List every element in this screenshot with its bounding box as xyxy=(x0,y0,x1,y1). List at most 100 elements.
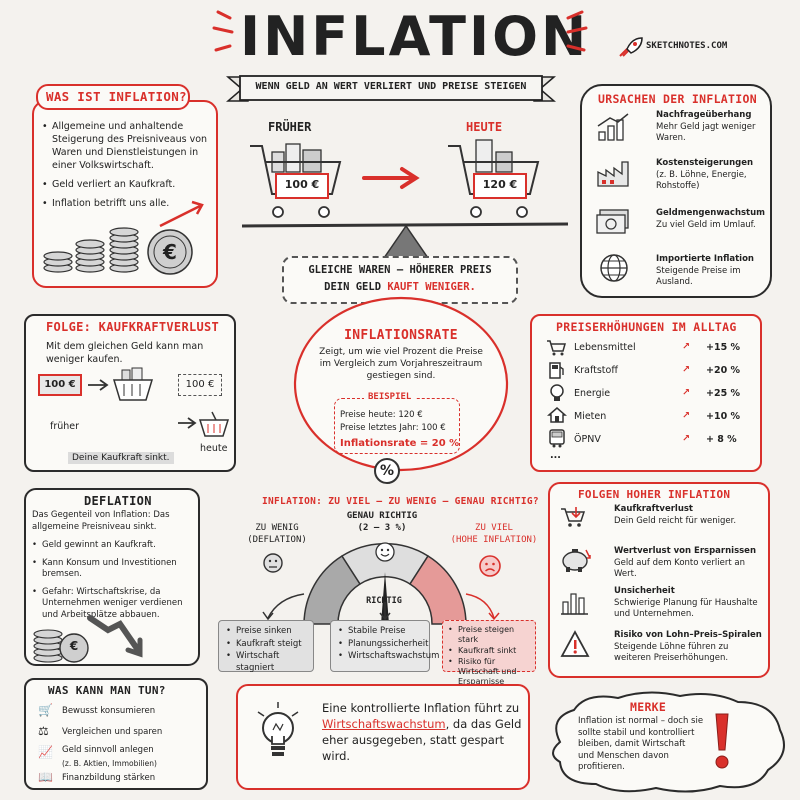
folge-frueher: früher xyxy=(50,421,80,432)
brand-logo: SKETCHNOTES.COM xyxy=(646,41,728,51)
rate-circle xyxy=(293,296,509,472)
deflation-bullets: Geld gewinnt an Kaufkraft. Kann Konsum u… xyxy=(32,540,196,627)
alltag-value: +15 % xyxy=(706,342,741,353)
banknotes-icon xyxy=(596,209,629,234)
heute-label: HEUTE xyxy=(466,120,503,134)
rising-chart-icon xyxy=(597,113,629,141)
gauge-low-item: Preise sinken xyxy=(226,626,314,638)
gauge-mid-title: GENAU RICHTIG xyxy=(346,511,418,521)
idea-bulb-icon xyxy=(257,702,299,756)
folgen-item: Unsicherheit Schwierige Planung für Haus… xyxy=(614,586,764,621)
was-ist-bullets: Allgemeine und anhaltende Steigerung des… xyxy=(42,120,212,216)
ursache-text: Zu viel Geld im Umlauf. xyxy=(656,219,756,230)
folge-intro: Mit dem gleichen Geld kann man weniger k… xyxy=(46,341,204,365)
cart-frueher-icon xyxy=(250,143,342,218)
alltag-more: ... xyxy=(550,450,561,461)
folgen-item: Wertverlust von Ersparnissen Geld auf de… xyxy=(614,546,764,581)
folgen-title: Wertverlust von Ersparnissen xyxy=(614,546,756,556)
cart-heute-icon xyxy=(448,139,540,218)
sad-face-low-icon xyxy=(263,553,283,573)
gauge-high-item: Preise steigen stark xyxy=(448,625,536,645)
house-icon xyxy=(547,407,567,423)
euro-coin-symbol: € xyxy=(163,240,177,264)
example-line3: Inflationsrate = 20 % xyxy=(340,438,460,449)
gauge-mid-item: Planungssicherheit xyxy=(338,639,430,651)
fuel-pump-icon xyxy=(549,362,564,379)
folgen-card xyxy=(548,482,770,678)
folgen-title: Risiko von Lohn–Preis–Spiralen xyxy=(614,630,762,640)
gauge-mid-sub: (2 – 3 %) xyxy=(357,523,407,533)
gauge-high-item: Kaufkraft sinkt xyxy=(448,646,536,656)
percent-badge-icon: % xyxy=(374,458,400,484)
rate-text: Zeigt, um wie viel Prozent die Preise im… xyxy=(319,347,483,381)
gauge-mid-label: GENAU RICHTIG (2 – 3 %) xyxy=(340,510,424,534)
compare-caption-line2-b: KAUFT WENIGER. xyxy=(387,281,476,293)
full-basket-icon xyxy=(112,367,154,401)
light-bulb-icon xyxy=(550,384,564,401)
deflation-coin-symbol: € xyxy=(69,639,79,653)
ursache-item: Importierte Inflation Steigende Preise i… xyxy=(656,254,766,289)
folge-note: Deine Kaufkraft sinkt. xyxy=(68,452,174,464)
tun-heading: WAS KANN MAN TUN? xyxy=(48,684,166,697)
small-basket-icon xyxy=(198,411,230,437)
ursache-title: Kostensteigerungen xyxy=(656,158,754,168)
rate-heading: INFLATIONSRATE xyxy=(344,328,458,343)
ursache-text: Mehr Geld jagt weniger Waren. xyxy=(656,121,756,144)
globe-icon xyxy=(600,254,628,282)
alltag-label: ÖPNV xyxy=(574,434,601,445)
cart-small-icon: 🛒 xyxy=(38,703,53,717)
deflation-heading: DEFLATION xyxy=(84,494,152,508)
growth-icon: 📈 xyxy=(38,745,53,759)
example-line1: Preise heute: 120 € xyxy=(340,410,423,420)
alltag-card xyxy=(530,314,762,472)
page-title: INFLATION xyxy=(240,5,590,68)
piggy-bank-icon xyxy=(562,549,591,572)
seesaw-icon xyxy=(241,222,569,259)
frueher-label: FRÜHER xyxy=(268,120,312,134)
was-ist-bullet: Allgemeine und anhaltende Steigerung des… xyxy=(42,120,212,172)
alltag-label: Kraftstoff xyxy=(574,365,618,376)
was-ist-bullet: Inflation betrifft uns alle. xyxy=(42,197,212,210)
example-line2: Preise letztes Jahr: 100 € xyxy=(340,423,446,433)
gauge-high-item: Risiko für Wirtschaft und Ersparnisse xyxy=(448,657,536,687)
kontrolle-part1: Eine kontrollierte Inflation führt zu xyxy=(322,701,520,715)
merke-text: Inflation ist normal – doch sie sollte s… xyxy=(578,716,704,772)
warning-icon xyxy=(560,630,590,657)
trend-up-icon: ↗ xyxy=(682,433,690,444)
inflation-gauge xyxy=(303,542,467,629)
exclamation-icon xyxy=(715,713,729,769)
sad-face-high-icon xyxy=(479,555,501,577)
trend-up-icon: ↗ xyxy=(682,364,690,375)
red-arrow-icon xyxy=(362,167,420,189)
scales-icon: ⚖ xyxy=(38,724,49,738)
alltag-label: Lebensmittel xyxy=(574,342,636,353)
gauge-branch-arrows-icon xyxy=(262,593,500,621)
shopping-cart-icon xyxy=(547,340,566,356)
trend-up-icon: ↗ xyxy=(682,387,690,398)
alltag-heading: PREISERHÖHUNGEN IM ALLTAG xyxy=(556,320,737,334)
gauge-needle-label: RICHTIG xyxy=(366,596,402,606)
gauge-mid-list: Stabile Preise Planungssicherheit Wirtsc… xyxy=(338,626,439,664)
heute-price: 120 € xyxy=(482,178,518,191)
gauge-low-title: ZU WENIG xyxy=(255,523,299,533)
ursache-text: Steigende Preise im Ausland. xyxy=(656,265,741,288)
gauge-mid-item: Wirtschaftswachstum xyxy=(338,651,439,663)
alltag-value: + 8 % xyxy=(706,434,737,445)
gauge-high-sub: (HOHE INFLATION) xyxy=(450,535,538,545)
kontrolle-part2: , da das Geld eher ausgegeben, statt ges… xyxy=(322,717,522,763)
folgen-text: Schwierige Planung für Haushalte und Unt… xyxy=(614,597,758,620)
gauge-high-title: ZU VIEL xyxy=(475,523,513,533)
gauge-mid-item: Stabile Preise xyxy=(338,626,430,638)
gauge-low-item: Wirtschaft stagniert xyxy=(226,651,314,674)
bus-icon xyxy=(549,429,565,448)
title-burst-left-icon xyxy=(212,10,234,52)
alltag-value: +20 % xyxy=(706,365,741,376)
deflation-bullet: Geld gewinnt an Kaufkraft. xyxy=(32,540,196,552)
ursache-title: Nachfrageüberhang xyxy=(656,110,752,120)
ursache-title: Importierte Inflation xyxy=(656,254,754,264)
example-label: BEISPIEL xyxy=(364,392,416,402)
subtitle-ribbon xyxy=(226,75,556,102)
folge-arrow2-icon xyxy=(178,417,197,429)
folge-price-tag-a: 100 € xyxy=(38,374,82,396)
alltag-label: Mieten xyxy=(574,411,607,422)
